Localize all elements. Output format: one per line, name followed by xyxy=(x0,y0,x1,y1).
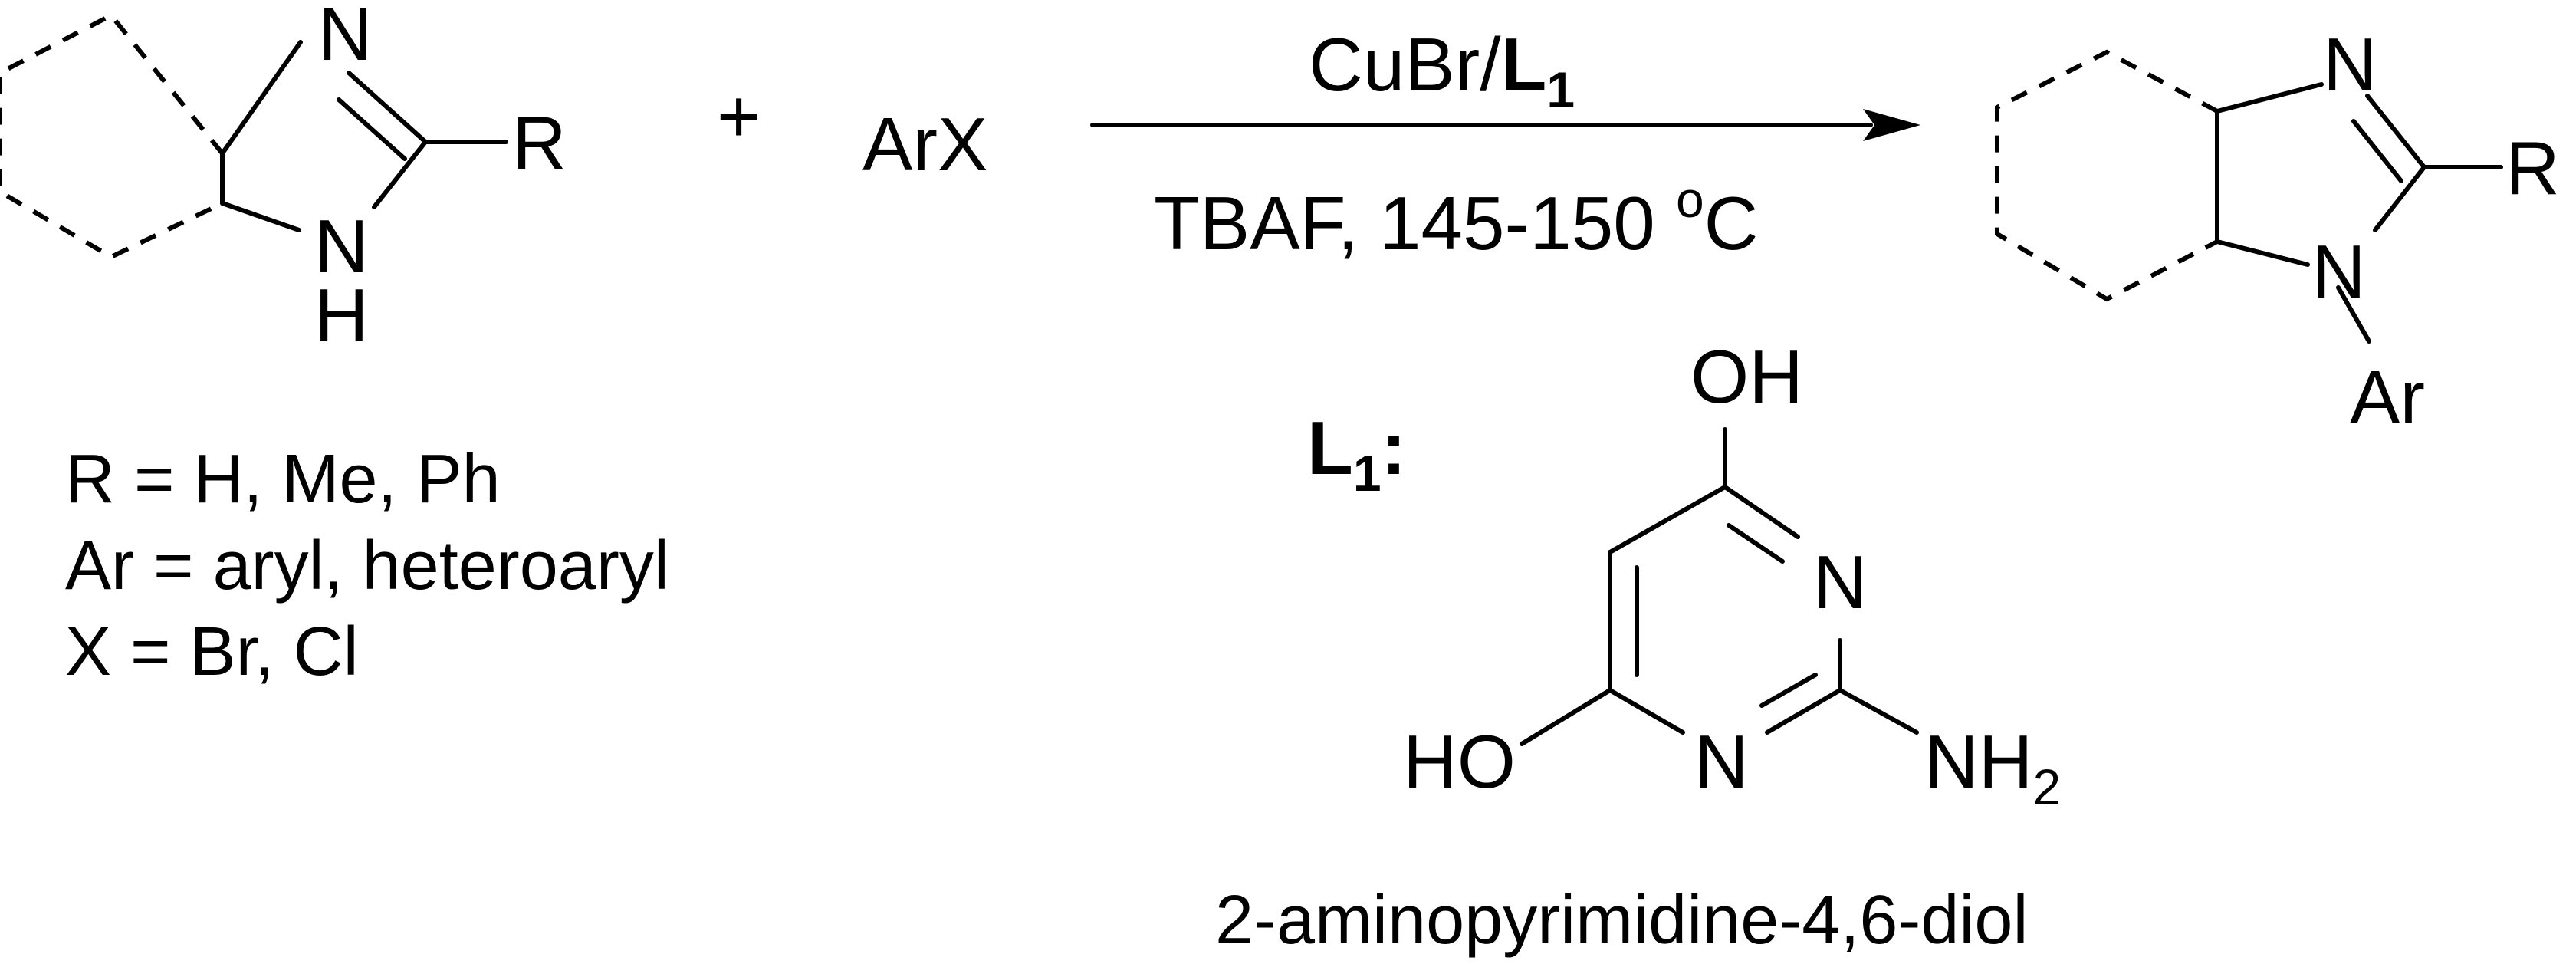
product-bond-n1-c2-double xyxy=(2351,119,2404,183)
arrow-head xyxy=(1863,109,1921,141)
reagent-temp-text: TBAF, 145-150 xyxy=(1154,181,1676,265)
product-structure: N R N Ar xyxy=(1995,22,2560,439)
product-bond-c3a-n1 xyxy=(2215,82,2324,114)
aryl-halide: ArX xyxy=(863,102,987,186)
ligand-nh2-main: NH xyxy=(1924,719,2033,804)
product-bond-n3-c7a xyxy=(2215,239,2310,267)
ligand-bond-c4-c5 xyxy=(1608,485,1727,554)
ligand-label: L1: xyxy=(1307,406,1406,502)
product-bond-c2-n3 xyxy=(2373,165,2426,232)
catalyst-label: CuBr/L1 xyxy=(1309,22,1575,118)
degree-symbol: o xyxy=(1676,171,1704,228)
ligand-bond-n3-c4-double xyxy=(1727,523,1785,564)
ligand-label-colon: : xyxy=(1382,406,1407,490)
plus-sign: + xyxy=(717,74,761,158)
ligand-bond-n1-c2 xyxy=(1765,688,1842,735)
catalyst-text: CuBr/ xyxy=(1309,22,1501,107)
reactant-bond-c2-n3 xyxy=(372,140,428,209)
product-bond-n3-ar xyxy=(2336,285,2371,344)
temperature-unit: C xyxy=(1704,181,1759,265)
ligand-label-symbol: L xyxy=(1307,406,1353,490)
reactant-bond-n3-c7a xyxy=(220,201,301,232)
ligand-label-subscript: 1 xyxy=(1353,445,1382,502)
reactant-bond-n1-c2 xyxy=(347,71,428,144)
ligand-atom-n-right: N xyxy=(1813,540,1868,624)
product-atom-r: R xyxy=(2505,126,2560,210)
reactant-fused-ring-dashed xyxy=(0,12,225,260)
product-atom-n-top: N xyxy=(2323,22,2377,107)
reaction-arrow xyxy=(1090,109,1921,141)
definition-x: X = Br, Cl xyxy=(65,614,359,690)
ligand-nh2-subscript: 2 xyxy=(2033,758,2062,815)
product-atom-ar: Ar xyxy=(2350,355,2425,439)
definition-r: R = H, Me, Ph xyxy=(65,441,501,518)
product-fused-ring-dashed xyxy=(1995,49,2219,302)
reactant-bond-c3a-n1 xyxy=(220,40,303,156)
reactant-atom-nh: N xyxy=(314,204,369,288)
ligand-atom-oh: OH xyxy=(1691,334,1803,419)
ligand-atom-ho: HO xyxy=(1403,719,1516,804)
ligand-atom-n-bottom: N xyxy=(1694,719,1749,804)
ligand-structure: OH N N HO NH2 xyxy=(1403,334,2061,815)
product-bond-n1-c2 xyxy=(2365,94,2426,169)
ligand-ref-subscript: 1 xyxy=(1546,61,1575,118)
reactant-atom-h: H xyxy=(314,273,369,357)
reactant-atom-n-top: N xyxy=(318,0,373,76)
ligand-ref-symbol: L xyxy=(1501,22,1547,107)
ligand-bond-n3-c4 xyxy=(1723,485,1800,539)
ligand-bond-c6-ho xyxy=(1520,688,1612,746)
definition-ar: Ar = aryl, heteroaryl xyxy=(65,528,669,604)
reactant-structure: N R N H xyxy=(0,0,567,357)
reactant-atom-r: R xyxy=(512,100,567,185)
reagent-temperature-label: TBAF, 145-150 oC xyxy=(1154,171,1758,265)
ligand-bond-c6-n1 xyxy=(1608,688,1685,735)
ligand-bond-c2-nh2 xyxy=(1838,688,1919,735)
product-atom-n-aryl: N xyxy=(2312,229,2366,314)
reactant-bond-n1-c2-double xyxy=(337,97,407,161)
ligand-name: 2-aminopyrimidine-4,6-diol xyxy=(1215,882,2028,959)
ligand-atom-nh2: NH2 xyxy=(1924,719,2061,815)
ligand-bond-n1-c2-double xyxy=(1760,673,1818,708)
